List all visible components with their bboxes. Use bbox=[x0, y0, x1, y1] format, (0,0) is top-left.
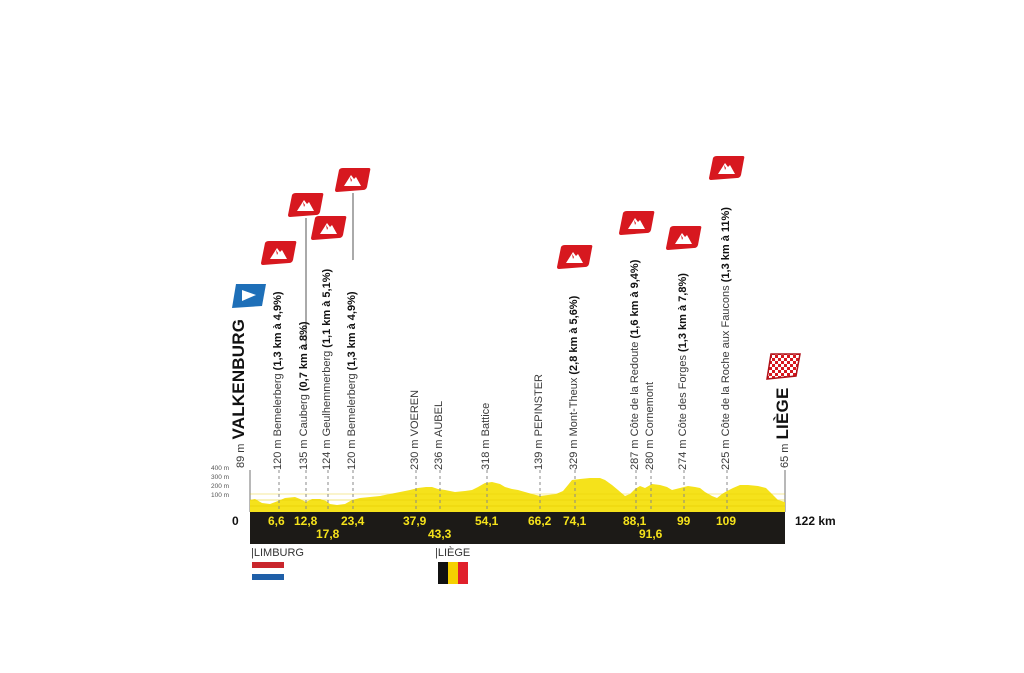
km-markers bbox=[278, 470, 728, 530]
point-label: 236 m AUBEL bbox=[433, 400, 445, 470]
region-limburg: |LIMBURG bbox=[251, 547, 304, 559]
climb-flag-icon bbox=[261, 241, 297, 265]
climb-flag-icon bbox=[709, 156, 745, 180]
point-label: 135 m Cauberg (0,7 km à 8%) bbox=[298, 321, 310, 470]
point-label: 139 m PEPINSTER bbox=[533, 374, 545, 470]
point-label: 120 m Bemelerberg (1,3 km à 4,9%) bbox=[346, 291, 358, 470]
point-label: 287 m Côte de la Redoute (1,6 km à 9,4%) bbox=[629, 259, 641, 470]
km-label: 109 bbox=[716, 514, 737, 528]
km-label: 43,3 bbox=[428, 527, 452, 541]
km-label: 6,6 bbox=[268, 514, 285, 528]
point-label: 124 m Geulhemmerberg (1,1 km à 5,1%) bbox=[321, 268, 333, 470]
region-liege: |LIÈGE bbox=[435, 547, 471, 559]
km-label: 54,1 bbox=[475, 514, 499, 528]
km-label: 37,9 bbox=[403, 514, 427, 528]
km-label: 12,8 bbox=[294, 514, 318, 528]
point-label: 230 m VOEREN bbox=[409, 389, 421, 470]
flag-connectors bbox=[305, 193, 354, 350]
y-tick-100: 100 m bbox=[211, 492, 230, 499]
y-tick-200: 200 m bbox=[211, 483, 230, 490]
axis-end-km: 122 km bbox=[795, 514, 836, 528]
y-tick-400: 400 m bbox=[211, 465, 230, 472]
netherlands-flag-icon bbox=[252, 562, 284, 580]
km-label: 74,1 bbox=[563, 514, 587, 528]
climb-flag-icon bbox=[335, 168, 371, 192]
finish-flag-icon bbox=[766, 353, 801, 380]
point-label: 225 m Côte de la Roche aux Faucons (1,3 … bbox=[720, 207, 732, 470]
km-label: 99 bbox=[677, 514, 691, 528]
finish-label: 65 mLIÈGE bbox=[773, 387, 792, 468]
point-label: 329 m Mont-Theux (2,8 km à 5,6%) bbox=[568, 295, 580, 470]
y-tick-300: 300 m bbox=[211, 474, 230, 481]
km-label: 66,2 bbox=[528, 514, 552, 528]
km-label: 17,8 bbox=[316, 527, 340, 541]
km-label: 88,1 bbox=[623, 514, 647, 528]
km-label: 91,6 bbox=[639, 527, 663, 541]
point-label: 120 m Bemelerberg (1,3 km à 4,9%) bbox=[272, 291, 284, 470]
start-label: 89 mVALKENBURG bbox=[229, 318, 248, 468]
point-label: 280 m Cornemont bbox=[644, 381, 656, 470]
km-band bbox=[250, 512, 785, 544]
climb-flag-icon bbox=[619, 211, 655, 235]
axis-zero: 0 bbox=[232, 514, 239, 528]
elevation-area bbox=[250, 478, 785, 512]
belgium-flag-icon bbox=[438, 562, 468, 584]
start-flag-icon bbox=[232, 284, 266, 308]
climb-flag-icon bbox=[311, 216, 347, 240]
point-label: 274 m Côte des Forges (1,3 km à 7,8%) bbox=[677, 273, 689, 470]
point-label: 318 m Battice bbox=[480, 402, 492, 470]
climb-flag-icon bbox=[666, 226, 702, 250]
climb-flag-icon bbox=[557, 245, 593, 269]
km-label: 23,4 bbox=[341, 514, 365, 528]
